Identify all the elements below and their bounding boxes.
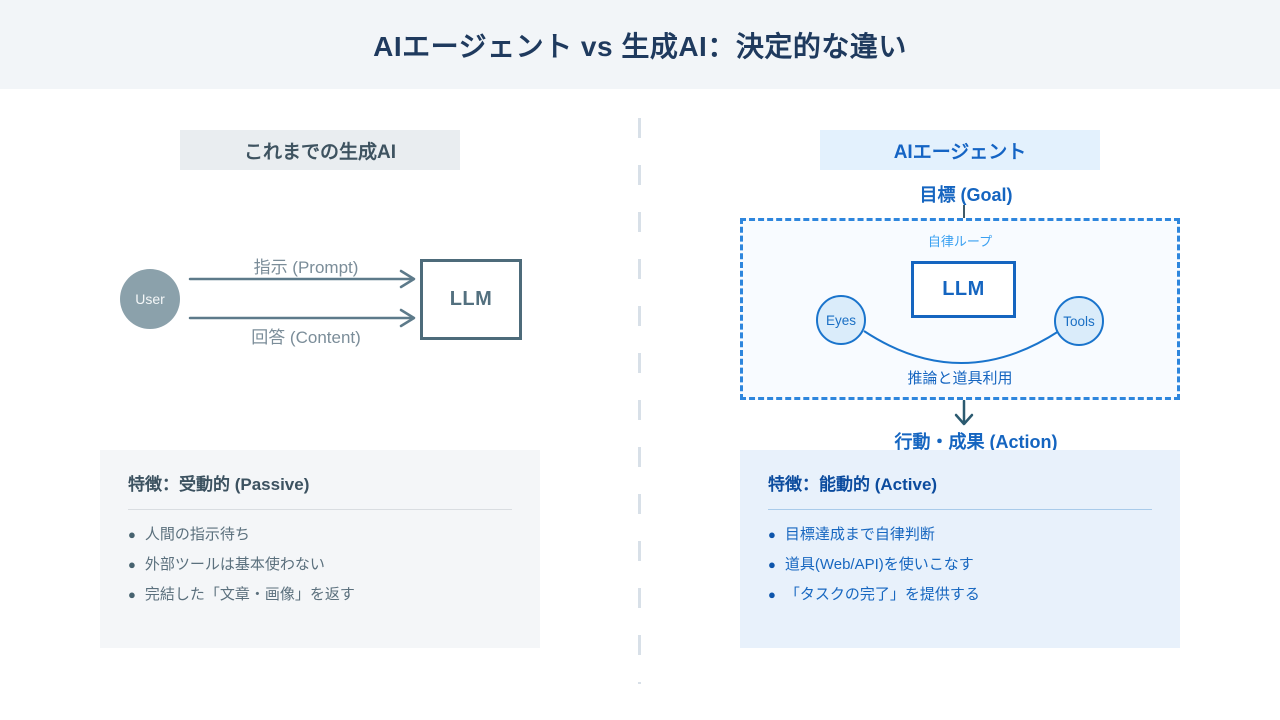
action-label: 行動・成果 (Action) <box>894 432 1058 452</box>
autonomous-loop-box: 自律ループ LLM Eyes Tools 推論と道具利用 <box>740 218 1180 400</box>
bullet-icon: ● <box>128 557 136 572</box>
llm-node-right-label: LLM <box>942 278 985 300</box>
prompt-arrow-label: 指示 (Prompt) <box>253 258 359 277</box>
list-item: ● 人間の指示待ち <box>128 526 512 543</box>
llm-node-left: LLM <box>420 259 522 340</box>
passive-card-title: 特徴：受動的 (Passive) <box>128 475 310 494</box>
left-panel-title: これまでの生成AI <box>180 130 460 170</box>
action-arrow-icon <box>954 400 974 426</box>
goal-label: 目標 (Goal) <box>919 185 1013 205</box>
feature-text: 完結した「文章・画像」を返す <box>144 586 355 603</box>
user-node: User <box>120 269 180 329</box>
bullet-icon: ● <box>128 587 136 602</box>
feature-text: 道具(Web/API)を使いこなす <box>784 556 974 573</box>
card-divider <box>768 509 1152 510</box>
prompt-content-arrows <box>188 269 416 328</box>
active-card-title: 特徴：能動的 (Active) <box>768 475 938 494</box>
right-panel-title: AIエージェント <box>820 130 1100 170</box>
passive-feature-card: 特徴：受動的 (Passive) ● 人間の指示待ち ● 外部ツールは基本使わな… <box>100 450 540 648</box>
card-divider <box>128 509 512 510</box>
content-arrow-label: 回答 (Content) <box>251 328 361 347</box>
eyes-node-label: Eyes <box>825 312 856 328</box>
bullet-icon: ● <box>768 527 776 542</box>
bullet-icon: ● <box>768 557 776 572</box>
feature-text: 外部ツールは基本使わない <box>144 556 325 573</box>
bullet-icon: ● <box>128 527 136 542</box>
bullet-icon: ● <box>768 587 776 602</box>
eyes-node: Eyes <box>816 295 866 345</box>
list-item: ● 「タスクの完了」を提供する <box>768 586 1152 603</box>
center-divider <box>638 118 641 684</box>
list-item: ● 道具(Web/API)を使いこなす <box>768 556 1152 573</box>
goal-connector-line <box>963 205 965 218</box>
user-node-label: User <box>135 291 165 307</box>
feature-text: 「タスクの完了」を提供する <box>784 586 980 603</box>
llm-node-right: LLM <box>911 261 1016 318</box>
header-bar: AIエージェント vs 生成AI：決定的な違い <box>0 0 1280 89</box>
list-item: ● 目標達成まで自律判断 <box>768 526 1152 543</box>
list-item: ● 外部ツールは基本使わない <box>128 556 512 573</box>
reasoning-tools-label: 推論と道具利用 <box>907 370 1013 387</box>
page-title: AIエージェント vs 生成AI：決定的な違い <box>373 30 907 62</box>
llm-node-left-label: LLM <box>449 288 493 310</box>
feature-text: 目標達成まで自律判断 <box>784 526 935 543</box>
feature-text: 人間の指示待ち <box>144 526 250 543</box>
tools-node: Tools <box>1054 296 1104 346</box>
tools-node-label: Tools <box>1063 313 1095 329</box>
loop-label: 自律ループ <box>927 234 993 249</box>
active-feature-card: 特徴：能動的 (Active) ● 目標達成まで自律判断 ● 道具(Web/AP… <box>740 450 1180 648</box>
list-item: ● 完結した「文章・画像」を返す <box>128 586 512 603</box>
